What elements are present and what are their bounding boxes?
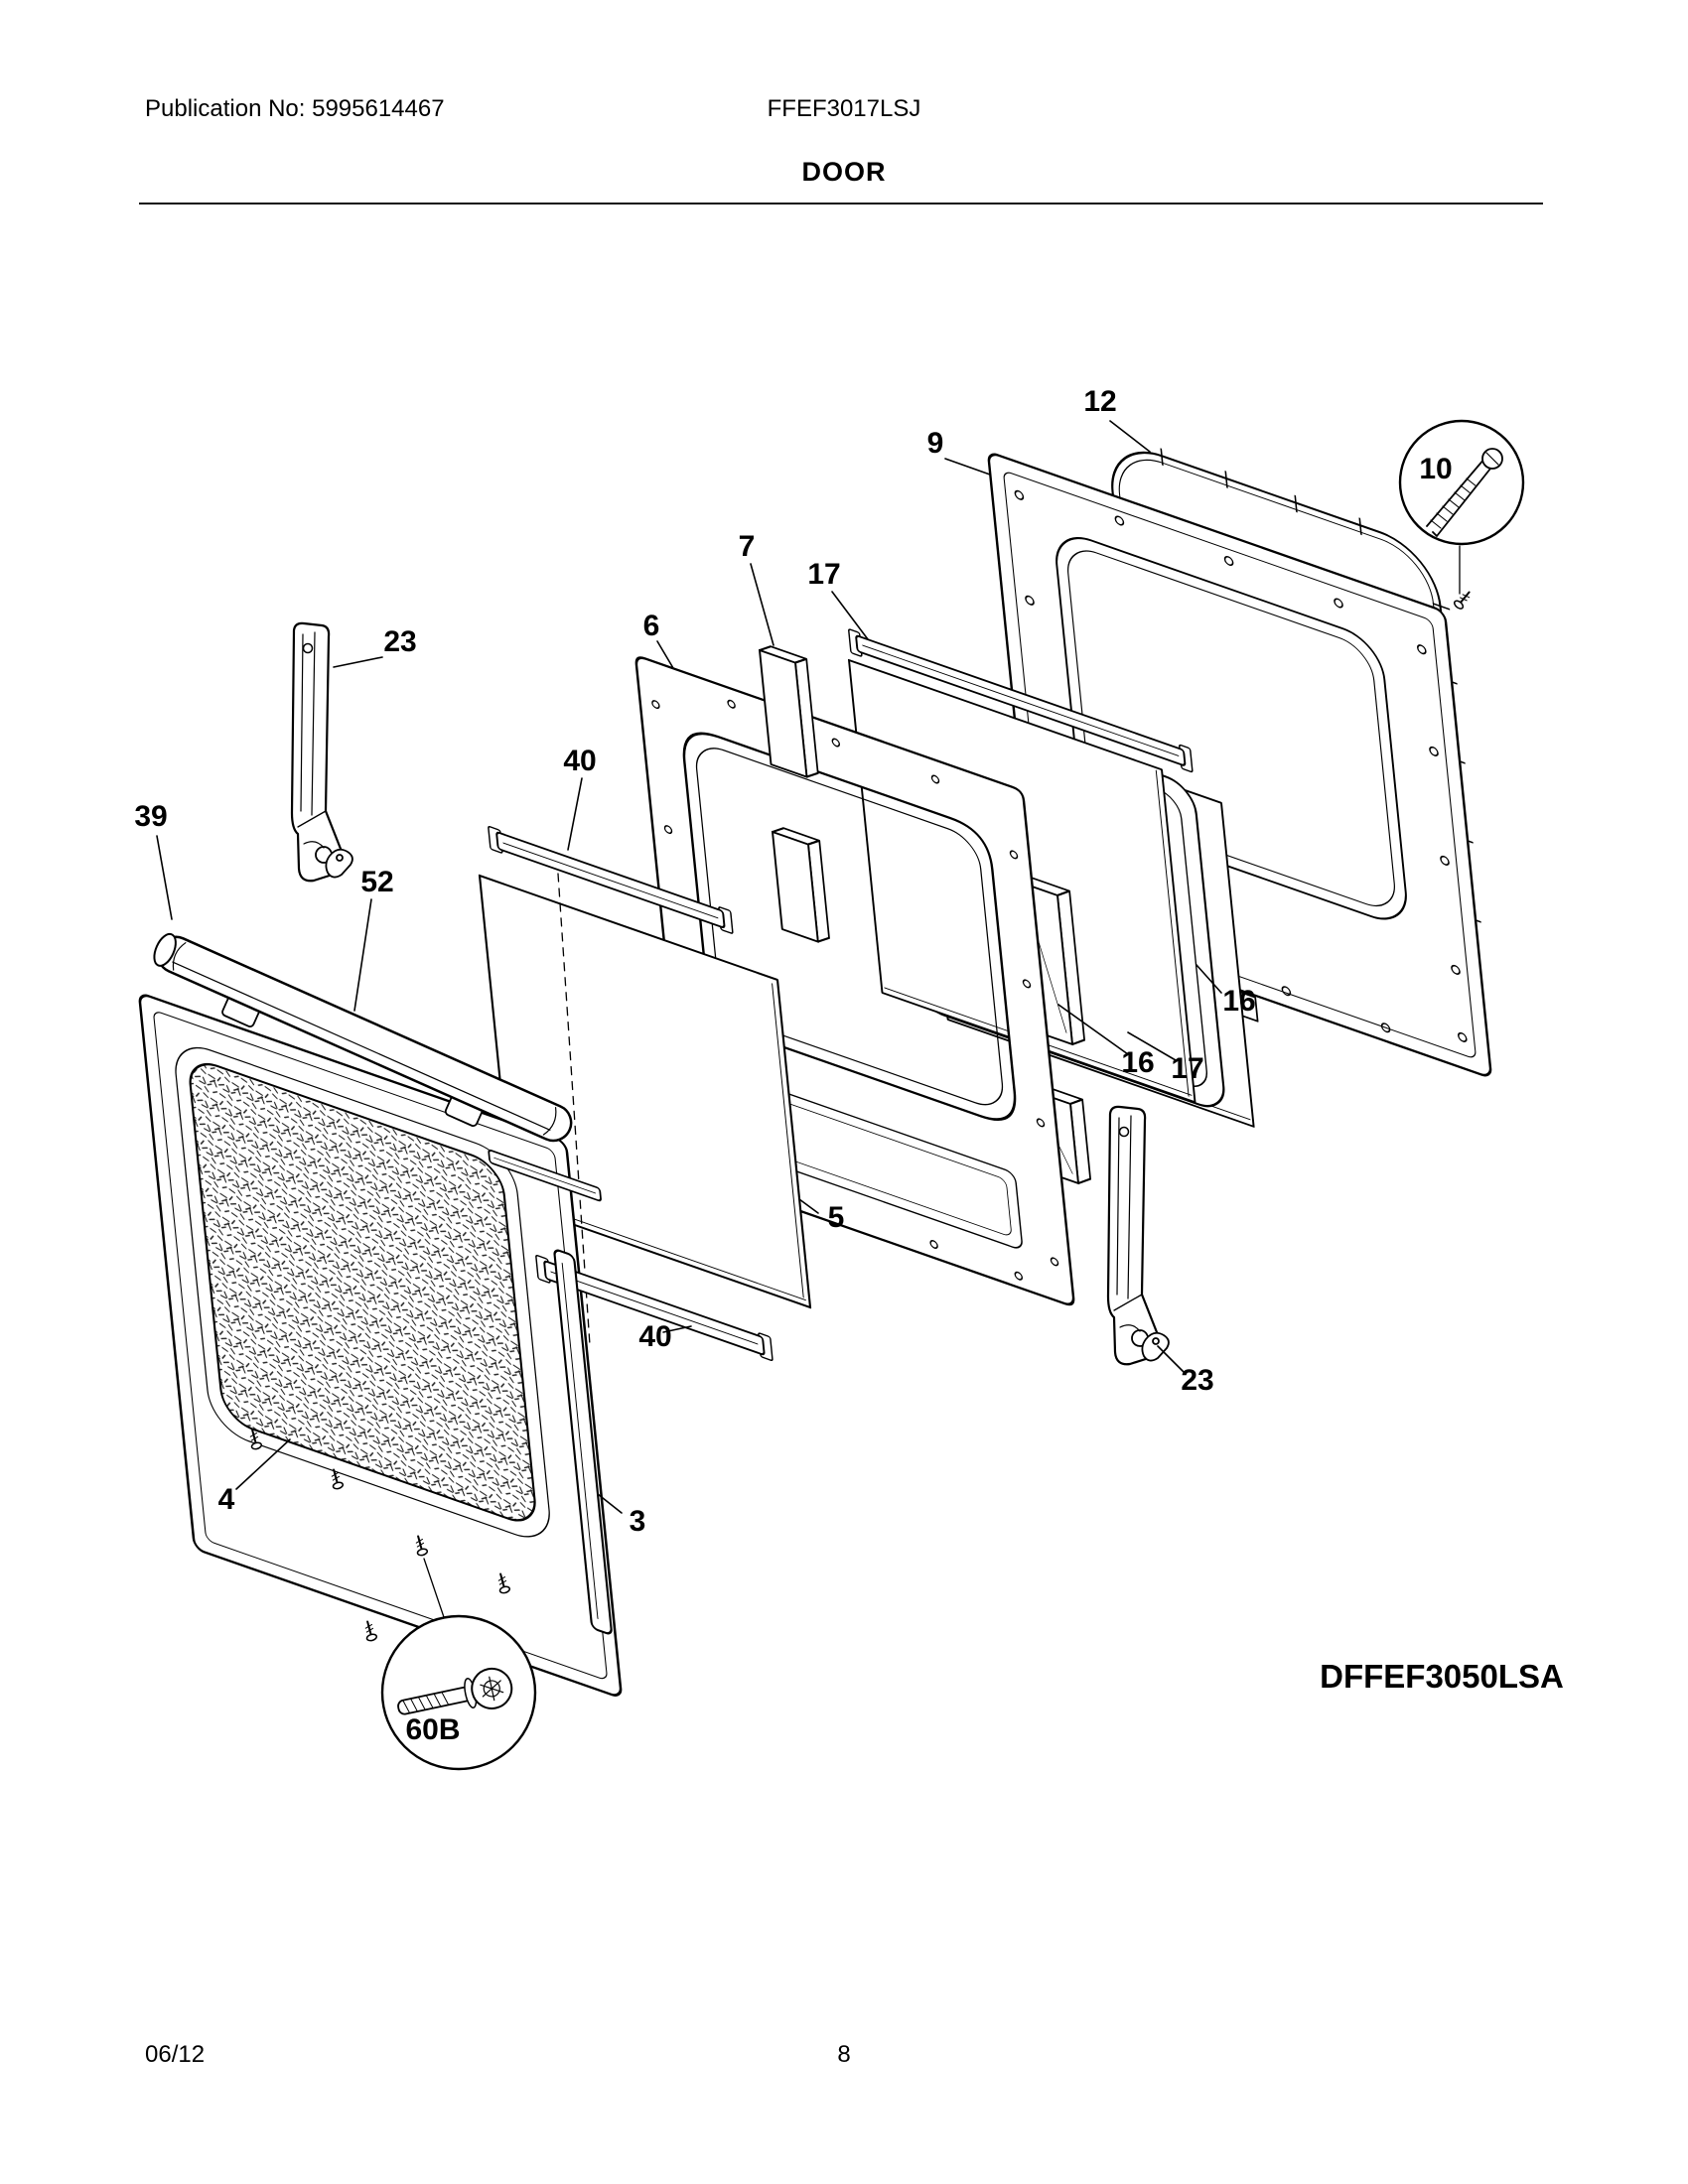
part-40-glass-bracket-bottom [535, 1254, 774, 1362]
part-39-handle-end-cap [153, 932, 177, 967]
part-4-outer-door-panel [138, 994, 623, 1697]
callout-4: 4 [218, 1483, 235, 1516]
variant-model-label: DFFEF3050LSA [1320, 1658, 1564, 1695]
part-60b-screw-detail-circle [380, 1558, 537, 1771]
callout-60b: 60B [405, 1713, 460, 1746]
publication-number: Publication No: 5995614467 [145, 95, 445, 122]
callout-23-right: 23 [1181, 1364, 1213, 1397]
screw-10-in-place [1452, 588, 1475, 612]
callout-23-left: 23 [383, 625, 416, 658]
part-23-hinge-right [1106, 1105, 1162, 1366]
part-3-side-trim [553, 1249, 613, 1635]
part-17-seal-strip-top [848, 628, 1194, 773]
callout-16-right: 16 [1222, 985, 1255, 1018]
footer-date: 06/12 [145, 2041, 206, 2068]
callout-40-bottom: 40 [638, 1320, 671, 1353]
part-23-hinge-left [290, 621, 346, 883]
screw-60b-icon [397, 1667, 513, 1715]
part-10-screw-detail-circle [1398, 419, 1525, 612]
part-4-window-glass [189, 1062, 536, 1522]
callout-10: 10 [1419, 453, 1452, 485]
header-rule [139, 203, 1543, 205]
callout-17-bottom: 17 [1171, 1052, 1203, 1085]
callout-leader-lines [156, 420, 1222, 1514]
part-52-door-handle [153, 932, 573, 1143]
callout-3: 3 [630, 1505, 646, 1538]
part-7-insulation-block [758, 645, 819, 778]
footer-page-number: 8 [837, 2041, 851, 2068]
screw-60b-in-place [361, 1619, 378, 1643]
part-40-glass-bracket-top [488, 825, 734, 934]
callout-9: 9 [927, 427, 944, 460]
callout-40-top: 40 [563, 745, 596, 777]
handle-mount-strip [488, 1149, 602, 1202]
screw-10-icon [1426, 448, 1503, 537]
part-7-insulation-block-lower [771, 827, 830, 943]
callout-17-top: 17 [807, 558, 840, 591]
callout-6: 6 [643, 610, 660, 642]
assembly-centerline [557, 873, 591, 1346]
callout-7: 7 [739, 530, 756, 563]
callout-5: 5 [828, 1201, 845, 1234]
callout-52: 52 [360, 866, 393, 898]
callout-12: 12 [1083, 385, 1116, 418]
callout-39: 39 [134, 800, 167, 833]
section-title: DOOR [801, 157, 887, 187]
callout-labels: 12 9 10 7 17 6 23 40 39 52 16 16 17 5 40… [134, 385, 1564, 1746]
model-number: FFEF3017LSJ [767, 95, 921, 122]
callout-16-bottom: 16 [1121, 1046, 1154, 1079]
